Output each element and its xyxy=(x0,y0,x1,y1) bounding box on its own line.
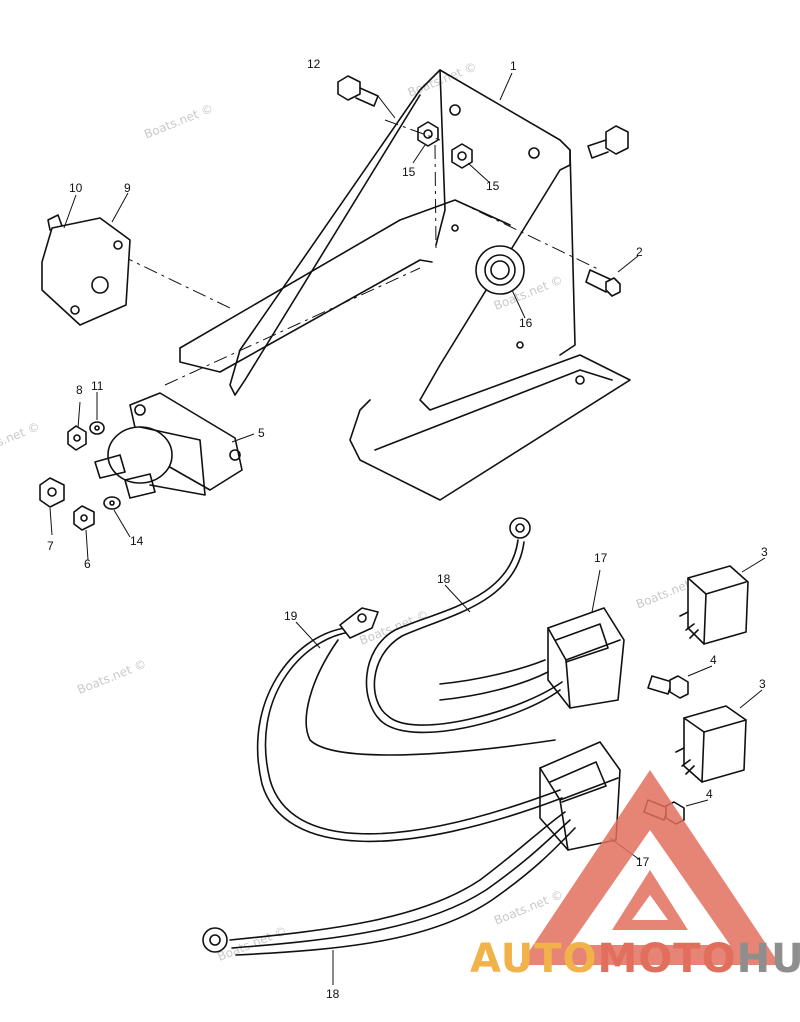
solenoid-5 xyxy=(94,392,243,499)
callout-3a: 3 xyxy=(761,545,768,559)
bolt-right-top xyxy=(587,125,629,159)
assembly-line xyxy=(434,144,437,249)
callout-2: 2 xyxy=(636,245,643,259)
assembly-line xyxy=(384,119,441,141)
callout-5: 5 xyxy=(258,426,265,440)
callout-16: 16 xyxy=(519,316,533,330)
callout-19: 19 xyxy=(284,609,298,623)
grommet xyxy=(475,245,525,295)
nut-6 xyxy=(73,505,95,531)
callouts: 1 2 12 15 15 16 10 9 5 8 11 7 6 14 17 3 … xyxy=(47,57,768,1001)
relay-3b xyxy=(675,705,747,783)
wire-harness-18-upper xyxy=(365,517,563,734)
callout-15b: 15 xyxy=(486,179,500,193)
callout-8: 8 xyxy=(76,383,83,397)
washer-11 xyxy=(89,421,105,435)
logo-part-auto: AUTO xyxy=(470,936,598,982)
screw-4a xyxy=(647,675,689,699)
bracket-hole xyxy=(528,147,540,159)
callout-1: 1 xyxy=(510,59,517,73)
bolt-2 xyxy=(585,269,621,297)
callout-9: 9 xyxy=(124,181,131,195)
callout-17a: 17 xyxy=(594,551,608,565)
watermark: Boats.net © xyxy=(0,419,42,459)
logo-part-moto: MOTO xyxy=(598,936,737,982)
bracket-hole xyxy=(449,104,461,116)
callout-3b: 3 xyxy=(759,677,766,691)
relay-3a xyxy=(679,565,749,645)
callout-15a: 15 xyxy=(402,165,416,179)
leader-lines xyxy=(49,72,766,985)
callout-17b: 17 xyxy=(636,855,650,869)
bracket-hole xyxy=(516,341,524,349)
assembly-line xyxy=(164,267,421,386)
callout-11: 11 xyxy=(91,379,104,393)
nut-7 xyxy=(39,477,65,508)
callout-4b: 4 xyxy=(706,787,713,801)
callout-6: 6 xyxy=(84,557,91,571)
bolt-12 xyxy=(337,75,396,119)
callout-18a: 18 xyxy=(437,572,451,586)
watermark: Boats.net © xyxy=(142,101,215,141)
nut-15a xyxy=(417,121,439,147)
callout-12: 12 xyxy=(307,57,321,71)
nut-15b xyxy=(451,143,473,169)
brand-logo: AUTOMOTOHUB xyxy=(470,770,800,982)
washer-14 xyxy=(103,496,121,510)
callout-14: 14 xyxy=(130,534,144,548)
connector-17a xyxy=(547,607,625,709)
logo-text: AUTOMOTOHUB xyxy=(470,936,800,982)
watermark: Boats.net © xyxy=(75,657,148,697)
assembly-line xyxy=(119,254,231,309)
switch-9 xyxy=(41,214,131,326)
callout-10: 10 xyxy=(69,181,83,195)
wire-harness-18-lower xyxy=(202,811,576,956)
callout-4a: 4 xyxy=(710,653,717,667)
bracket-hole xyxy=(451,224,459,232)
mounting-bracket xyxy=(179,69,631,501)
wire-harness-19 xyxy=(256,607,563,843)
logo-triangle-icon xyxy=(520,770,780,965)
callout-18b: 18 xyxy=(326,987,340,1001)
nut-8 xyxy=(67,425,87,451)
logo-part-hub: HUB xyxy=(737,936,800,982)
bracket-hole xyxy=(575,375,585,385)
callout-7: 7 xyxy=(47,539,54,553)
